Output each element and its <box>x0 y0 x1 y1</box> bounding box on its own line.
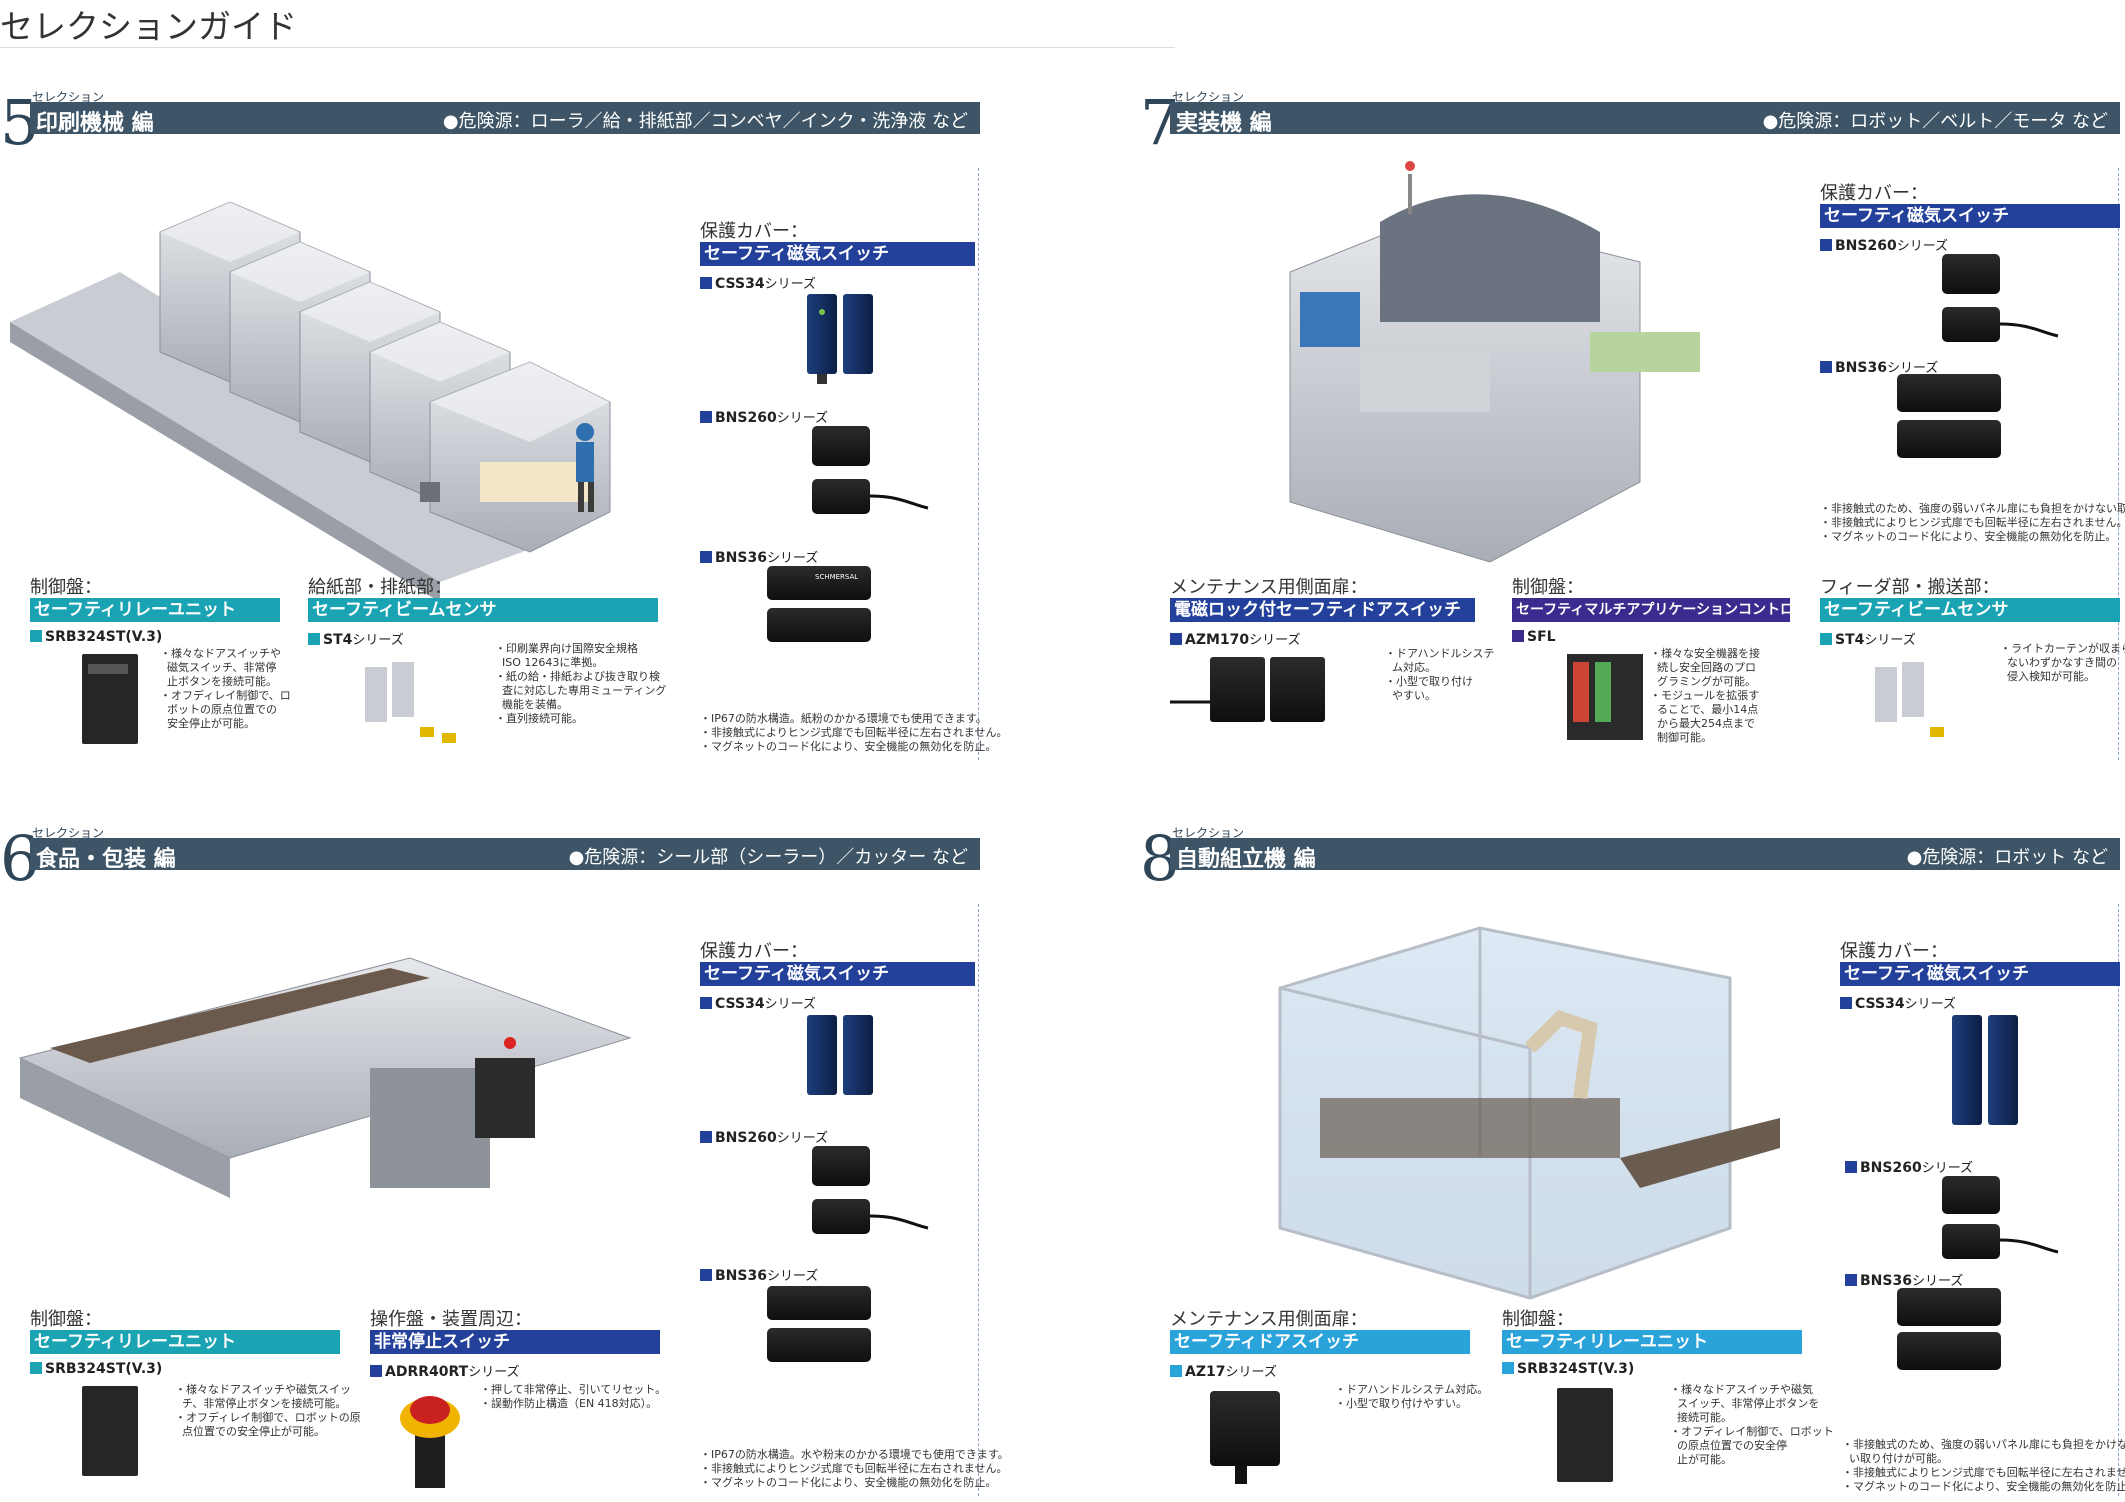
emergency-stop-product-image <box>400 1396 460 1488</box>
series-css34: CSS34シリーズ <box>700 273 975 292</box>
srb324st-product-image <box>82 654 138 744</box>
bns36-product-image <box>767 1286 871 1362</box>
css34-product-image <box>807 294 873 384</box>
callout-relay-unit: 制御盤： セーフティリレーユニット SRB324ST(V.3) <box>30 1310 340 1377</box>
callout-bar: セーフティ磁気スイッチ <box>700 242 975 266</box>
title-divider <box>0 47 1175 48</box>
printing-machine-illustration <box>10 201 611 602</box>
az17-product-image <box>1210 1391 1280 1484</box>
bns36-product-image <box>1897 374 2001 458</box>
callout-heading: 保護カバー： <box>700 221 808 242</box>
section-assembly: 8 セレクション 自動組立機 編 ●危険源：ロボット など 保護カバー： セーフ… <box>1140 808 2125 1498</box>
bns260-product-image <box>1942 1176 2059 1259</box>
series-bns36: BNS36シリーズ <box>700 1265 818 1284</box>
callout-magnetic-switch: 保護カバー： セーフティ磁気スイッチ CSS34シリーズ <box>1840 942 2120 1012</box>
section-kicker: セレクション <box>32 90 105 104</box>
section-food-packaging: 6 セレクション 食品・包装 編 ●危険源：シール部（シーラー）／カッター など… <box>0 808 1009 1498</box>
callout-relay-unit: 制御盤： セーフティリレーユニット SRB324ST(V.3) <box>30 578 280 645</box>
section-title: 印刷機械 編 <box>36 111 154 136</box>
magnetic-notes: ・IP67の防水構造。紙粉のかかる環境でも使用できます。 ・非接触式によりヒンジ… <box>700 712 1008 753</box>
divider-line <box>978 168 979 760</box>
section-header-bar: 食品・包装 編 ●危険源：シール部（シーラー）／カッター など <box>30 838 980 872</box>
series-bns260: BNS260シリーズ <box>1845 1157 1973 1176</box>
bns36-product-image: SCHMERSAL <box>767 566 871 642</box>
section-header-bar: 印刷機械 編 ●危険源：ローラ／給・排紙部／コンベヤ／インク・洗浄液 など <box>30 102 980 136</box>
square-bullet-icon <box>700 277 712 289</box>
series-bns36: BNS36シリーズ <box>1820 357 1938 376</box>
bns36-product-image <box>1897 1288 2001 1370</box>
azm170-product-image <box>1170 657 1325 722</box>
st4-product-image <box>1875 662 1944 737</box>
brand-label: SCHMERSAL <box>815 573 858 581</box>
callout-magnetic-switch: 保護カバー： セーフティ磁気スイッチ CSS34シリーズ <box>700 942 975 1012</box>
callout-emergency-stop: 操作盤・装置周辺： 非常停止スイッチ ADRR40RTシリーズ <box>370 1310 660 1380</box>
css34-product-image <box>1952 1015 2018 1125</box>
page-title: セレクションガイド <box>0 7 297 46</box>
section-header-bar: 自動組立機 編 ●危険源：ロボット など <box>1170 838 2120 872</box>
css34-product-image <box>807 1015 873 1095</box>
bns260-product-image <box>1942 254 2059 342</box>
series-bns36: BNS36シリーズ <box>700 547 818 566</box>
callout-beam-sensor: フィーダ部・搬送部： セーフティビームセンサ ST4シリーズ <box>1820 578 2120 648</box>
callout-magnetic-switch: 保護カバー： セーフティ磁気スイッチ CSS34シリーズ <box>700 222 975 292</box>
callout-beam-sensor: 給紙部・排紙部： セーフティビームセンサ ST4シリーズ <box>308 578 658 648</box>
srb324st-product-image <box>1557 1388 1613 1482</box>
assembly-cell-illustration <box>1278 926 1780 1300</box>
callout-door-switch: メンテナンス用側面扉： 電磁ロック付セーフティドアスイッチ AZM170シリーズ <box>1170 578 1475 648</box>
series-bns260: BNS260シリーズ <box>700 407 828 426</box>
hazard-text: ●危険源：ローラ／給・排紙部／コンベヤ／インク・洗浄液 など <box>442 111 968 132</box>
callout-magnetic-switch: 保護カバー： セーフティ磁気スイッチ BNS260シリーズ <box>1820 184 2120 254</box>
bns260-product-image <box>812 1146 929 1234</box>
mounter-illustration <box>1289 161 1700 563</box>
callout-relay-unit: 制御盤： セーフティリレーユニット SRB324ST(V.3) <box>1502 1310 1802 1377</box>
srb324st-product-image <box>82 1386 138 1476</box>
st4-product-image <box>365 662 456 743</box>
section-header-bar: 実装機 編 ●危険源：ロボット／ベルト／モータ など <box>1170 102 2120 136</box>
section-mounting: 7 セレクション 実装機 編 ●危険源：ロボット／ベルト／モータ など 保護カバ… <box>1140 72 2125 762</box>
callout-controller: 制御盤： セーフティマルチアプリケーションコントローラ SFL <box>1512 577 1790 645</box>
callout-door-switch: メンテナンス用側面扉： セーフティドアスイッチ AZ17シリーズ <box>1170 1310 1470 1380</box>
series-bns260: BNS260シリーズ <box>700 1127 828 1146</box>
series-bns36: BNS36シリーズ <box>1845 1270 1963 1289</box>
packaging-machine-illustration <box>18 957 632 1198</box>
section-printing: 5 セレクション 印刷機械 編 ●危険源：ローラ／給・排紙部／コンベヤ／インク・… <box>0 72 1007 762</box>
bns260-product-image <box>812 426 929 514</box>
sfl-product-image <box>1567 654 1643 740</box>
